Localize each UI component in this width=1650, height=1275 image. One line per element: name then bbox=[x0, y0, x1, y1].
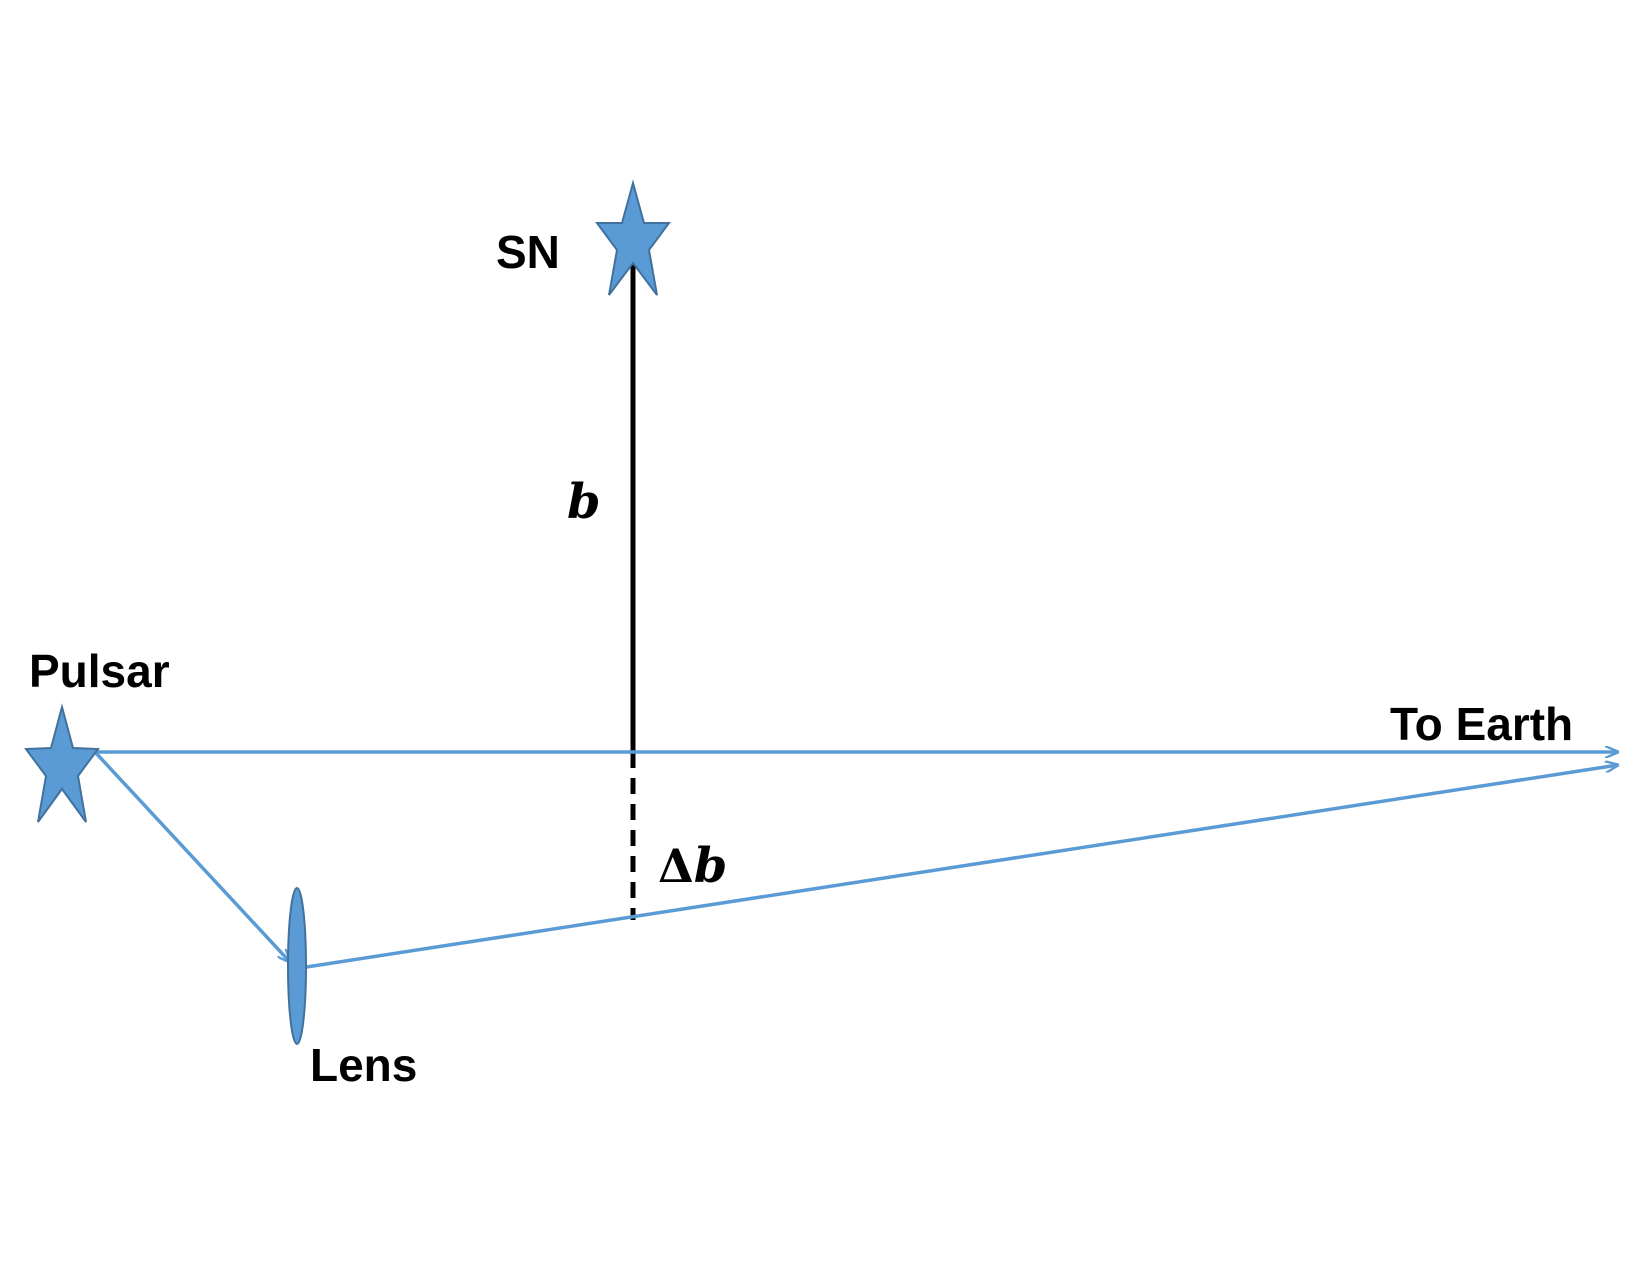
sn-label: SN bbox=[496, 226, 560, 278]
to-earth-label: To Earth bbox=[1390, 698, 1573, 750]
pulsar-label: Pulsar bbox=[29, 645, 170, 697]
delta-symbol: Δ bbox=[658, 839, 694, 893]
delta-b-variable: b bbox=[694, 838, 728, 894]
pulsar-star-icon bbox=[24, 703, 100, 823]
sn-star-icon bbox=[595, 179, 671, 296]
delta-b-label: Δb bbox=[658, 838, 727, 894]
lens-label: Lens bbox=[310, 1039, 417, 1091]
impact-parameter-label: b bbox=[567, 474, 601, 530]
lensed-ray-arrow bbox=[299, 765, 1618, 970]
ellipse-lens-icon bbox=[287, 887, 307, 1045]
pulsar-to-lens-ray bbox=[93, 750, 290, 962]
